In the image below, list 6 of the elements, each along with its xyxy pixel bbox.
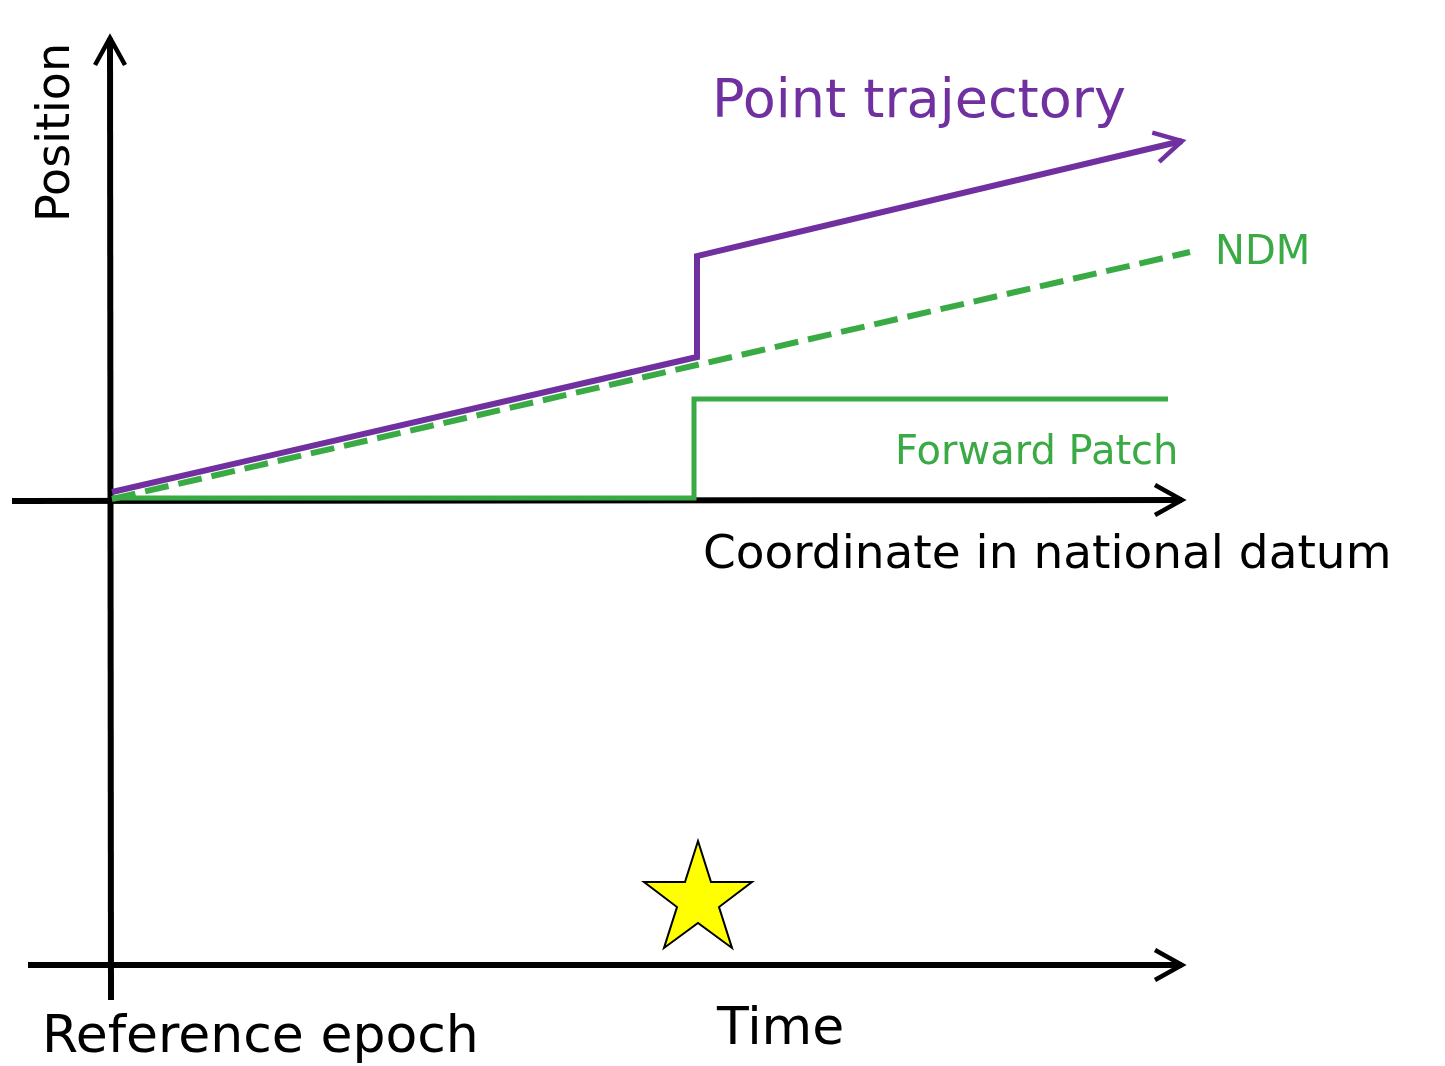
axis-label: Position — [30, 42, 76, 222]
axis-label: Time — [717, 1000, 845, 1052]
line-label: NDM — [1215, 230, 1311, 270]
line-label: Forward Patch — [895, 430, 1179, 470]
line-label: Point trajectory — [712, 72, 1126, 126]
axis-label: Coordinate in national datum — [703, 528, 1392, 575]
